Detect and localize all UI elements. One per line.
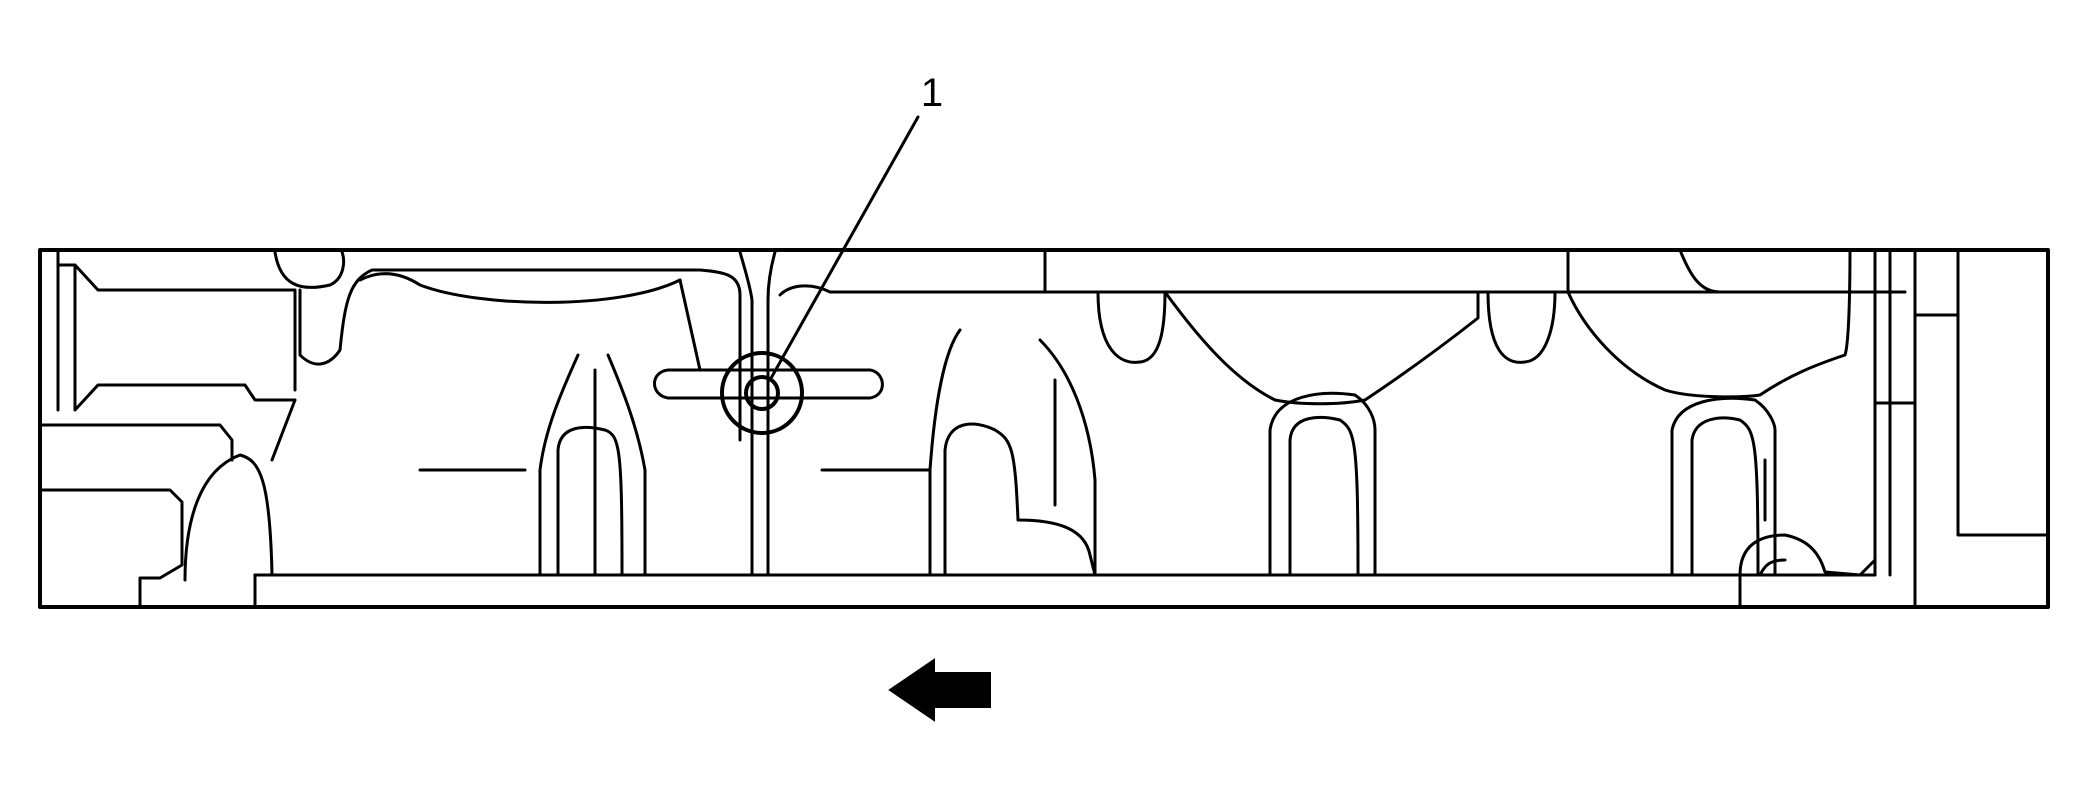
left-end-block [38, 248, 297, 609]
left-arrow-icon [888, 658, 991, 722]
upper-left-boss [273, 250, 742, 442]
center-rib [653, 250, 1047, 577]
arched-rib-1 [1096, 290, 1480, 577]
callout-1: 1 [768, 71, 943, 382]
right-end-block [1678, 248, 2050, 609]
housing-outline [38, 248, 2050, 609]
pillar-right [820, 328, 1097, 577]
arched-rib-2 [1486, 248, 1852, 577]
callout-1-label: 1 [921, 71, 943, 115]
pillar-left [418, 353, 647, 577]
